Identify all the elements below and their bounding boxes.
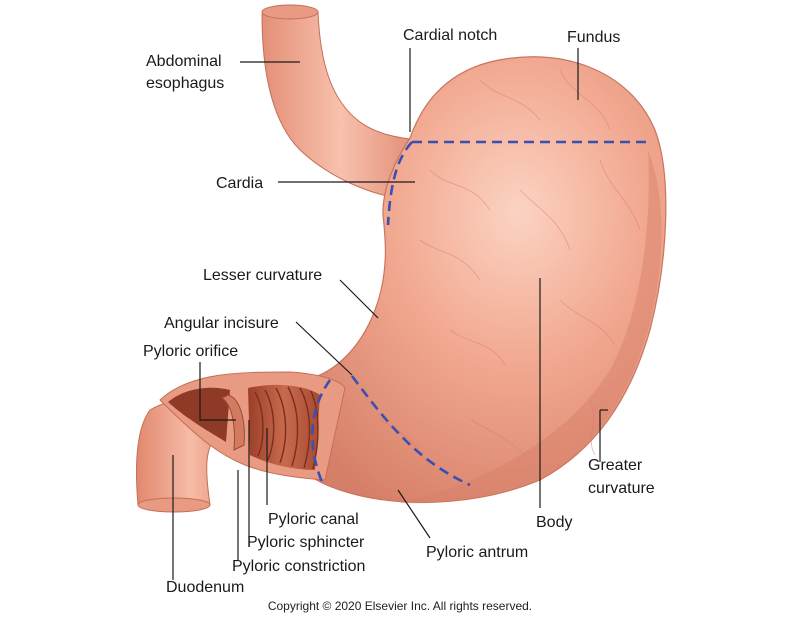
surface-vessels [379, 69, 641, 471]
leader-lines [172, 48, 608, 580]
label-abdominal-esophagus-line2: esophagus [146, 75, 224, 92]
label-cardial-notch: Cardial notch [403, 27, 497, 44]
label-pyloric-sphincter: Pyloric sphincter [247, 534, 365, 551]
mucosal-folds [254, 386, 319, 470]
pylorus-boundary [311, 379, 332, 483]
label-cardia: Cardia [216, 175, 263, 192]
label-pyloric-constriction: Pyloric constriction [232, 558, 365, 575]
label-angular-incisure: Angular incisure [164, 315, 279, 332]
label-lesser-curvature: Lesser curvature [203, 267, 322, 284]
label-abdominal-esophagus-line1: Abdominal [146, 53, 222, 70]
label-pyloric-antrum: Pyloric antrum [426, 544, 528, 561]
duodenum-interior [168, 387, 230, 442]
esophagus-opening [261, 4, 319, 20]
antrum-boundary [350, 375, 471, 487]
pyloric-sphincter-ring [221, 394, 245, 451]
copyright-notice: Copyright © 2020 Elsevier Inc. All right… [268, 599, 532, 613]
pyloric-canal-mucosa [248, 384, 320, 470]
label-duodenum: Duodenum [166, 579, 244, 596]
label-pyloric-orifice: Pyloric orifice [143, 343, 238, 360]
duodenum-opening [137, 497, 211, 513]
label-greater-curvature-line2: curvature [588, 480, 655, 497]
label-fundus: Fundus [567, 29, 620, 46]
label-pyloric-canal: Pyloric canal [268, 511, 359, 528]
label-body: Body [536, 514, 572, 531]
label-greater-curvature-line1: Greater [588, 457, 643, 474]
greater-curvature-shadow [400, 150, 662, 504]
cardia-boundary [386, 141, 413, 226]
